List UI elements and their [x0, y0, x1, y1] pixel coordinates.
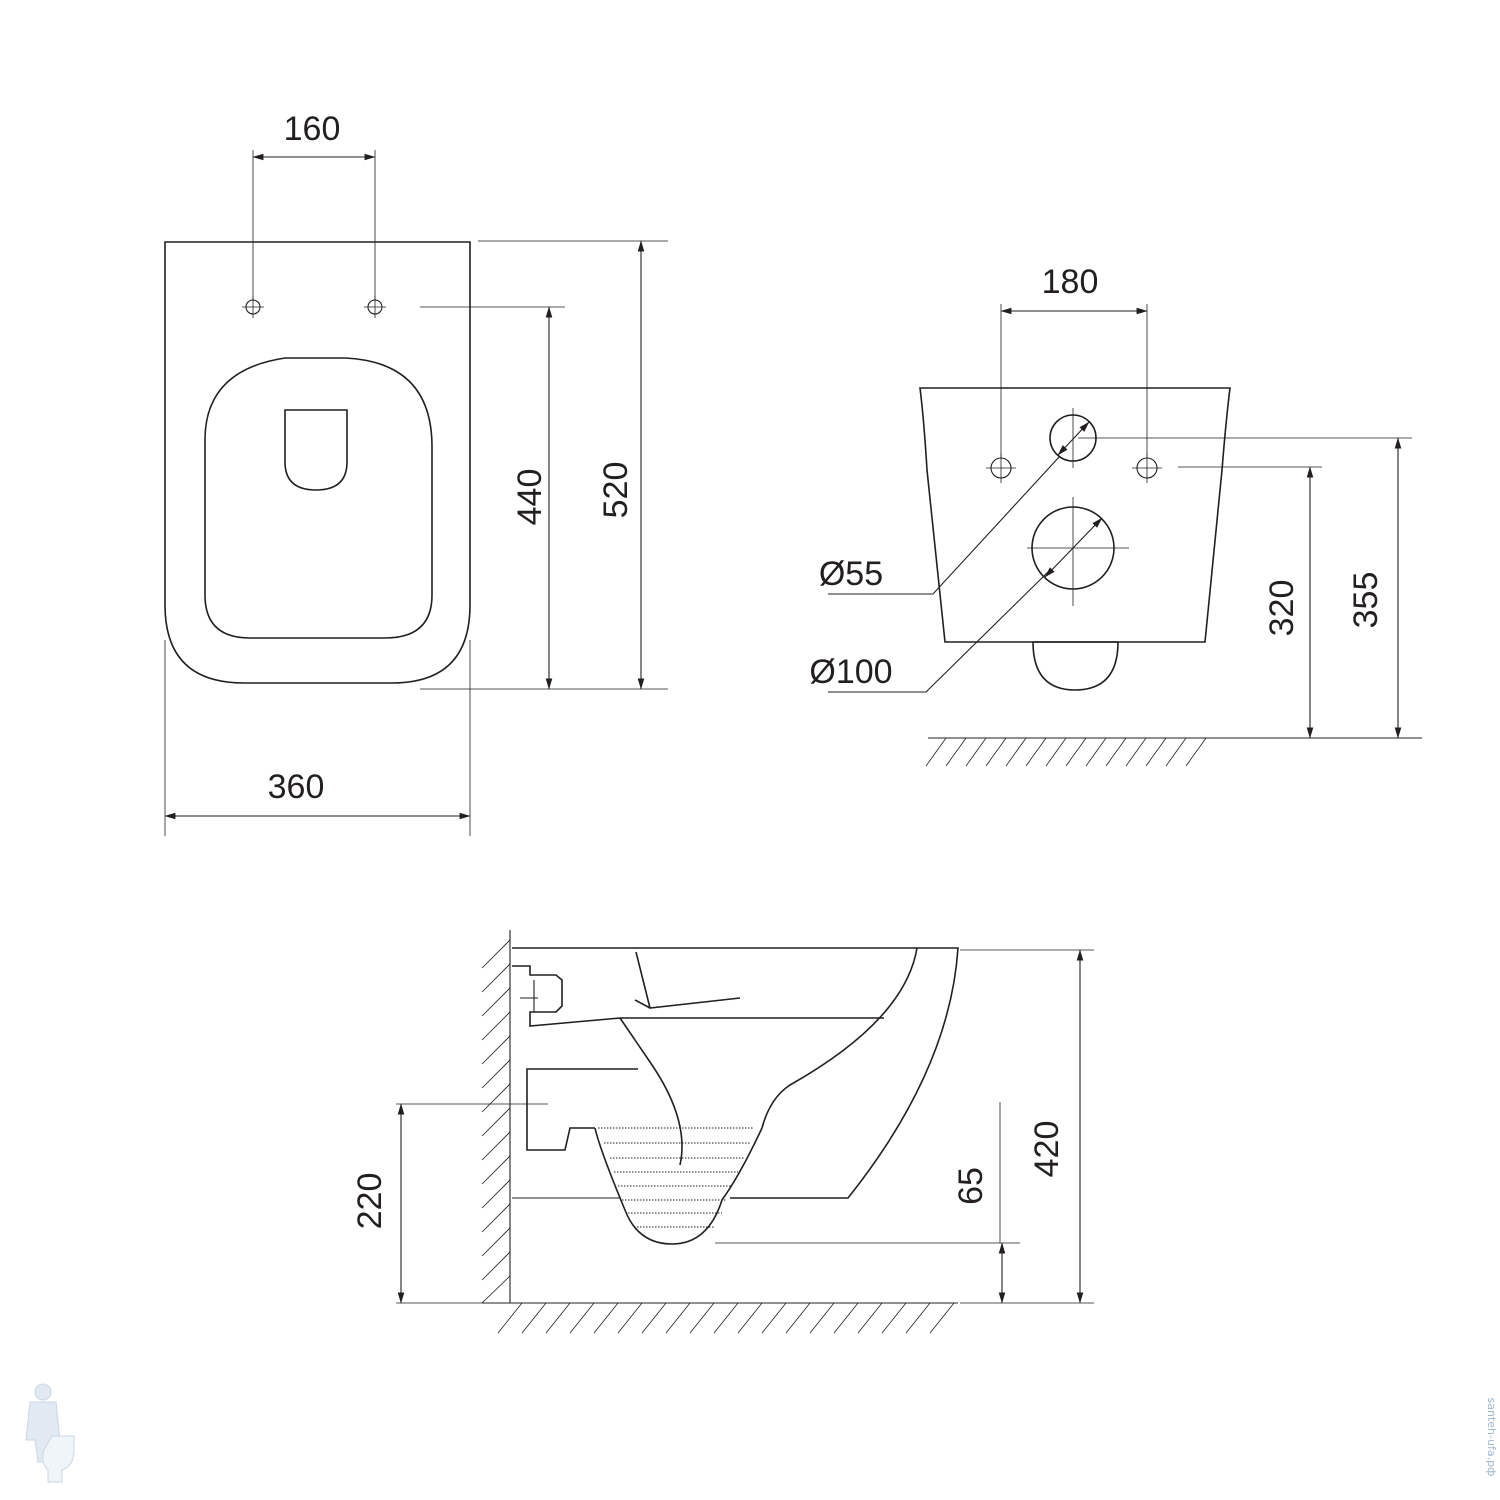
label-total-height: 420 — [1028, 1121, 1066, 1178]
side-inlet-connector — [512, 965, 884, 1027]
label-outlet-height: 320 — [1263, 580, 1301, 637]
label-top-bolt-spacing: 160 — [284, 110, 341, 148]
watermark-site: santeh-ufa.рф — [1485, 1398, 1498, 1477]
plumber-logo — [25, 1383, 75, 1483]
label-inlet-diameter: Ø55 — [819, 555, 883, 593]
top-view-outlet — [284, 409, 348, 491]
side-body-outline — [512, 947, 959, 1199]
outlet-hole — [1027, 497, 1129, 606]
label-rear-bolt-spacing: 180 — [1042, 263, 1099, 301]
side-floor-hatch — [497, 1302, 955, 1334]
label-bottom-height: 65 — [952, 1167, 990, 1205]
rear-view: 180 Ø55 Ø100 320 355 — [809, 263, 1422, 767]
side-view: 220 65 420 — [351, 930, 1094, 1334]
side-bowl — [619, 1017, 683, 1166]
top-view: 160 440 520 360 — [164, 110, 668, 836]
top-view-bowl — [204, 357, 433, 639]
side-water-hatch — [598, 1127, 754, 1228]
side-wall-hatch — [481, 939, 511, 1304]
side-outlet-connector — [526, 1068, 638, 1151]
label-seat-depth: 440 — [511, 469, 549, 526]
label-side-outlet-height: 220 — [351, 1173, 389, 1230]
side-trap — [594, 1127, 763, 1245]
rear-view-outline — [919, 387, 1231, 643]
side-seat — [634, 951, 741, 1009]
rear-floor-hatch — [925, 737, 1207, 767]
side-rim-inner — [761, 947, 918, 1129]
rear-view-foot — [1032, 641, 1119, 691]
label-total-depth: 520 — [597, 462, 635, 519]
top-view-outline — [164, 241, 471, 684]
label-inlet-height: 355 — [1347, 572, 1385, 629]
label-total-width: 360 — [268, 768, 325, 806]
label-outlet-diameter: Ø100 — [809, 653, 892, 691]
